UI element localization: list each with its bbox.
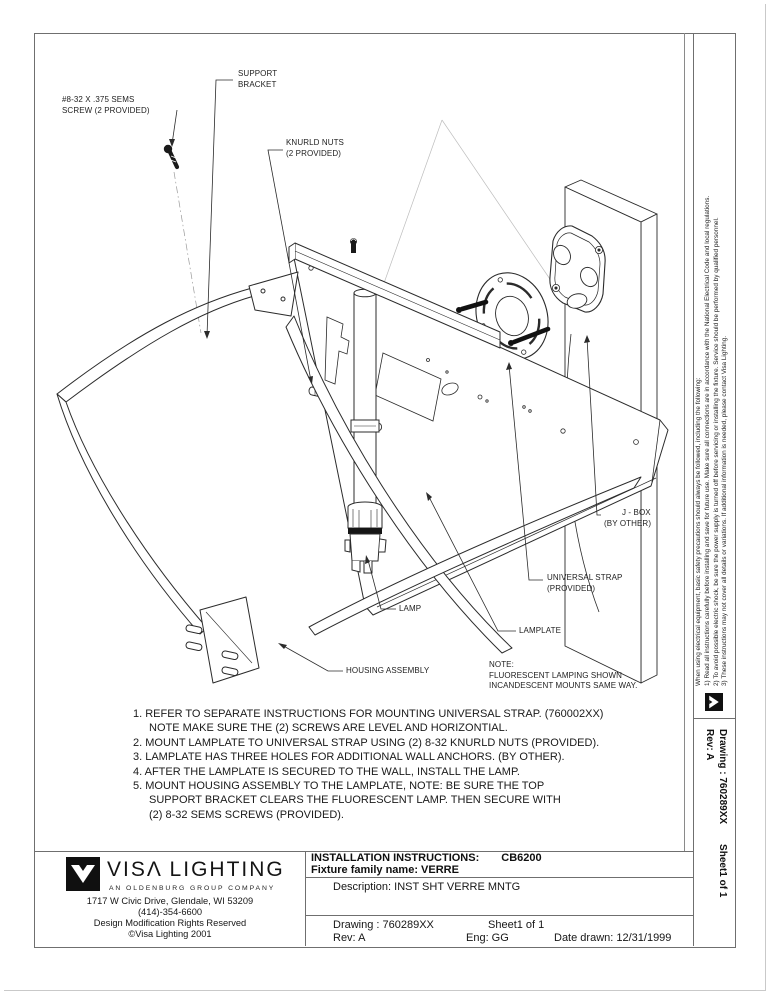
instruction-line: 3. LAMPLATE HAS THREE HOLES FOR ADDITION… [133, 751, 565, 764]
strap-screws [456, 299, 551, 346]
brand-tagline: AN OLDENBURG GROUP COMPANY [109, 885, 276, 892]
date-drawn: Date drawn: 12/31/1999 [554, 932, 672, 944]
callout-line: BRACKET [238, 79, 277, 89]
instruction-line: 5. MOUNT HOUSING ASSEMBLY TO THE LAMPLAT… [133, 780, 545, 793]
note-line: INCANDESCENT MOUNTS SAME WAY. [489, 681, 638, 690]
safety-notes-text: When using electrical equipment, basic s… [694, 196, 730, 686]
brand-wordmark: VISΛ LIGHTING [107, 858, 285, 881]
instruction-line: NOTE MAKE SURE THE (2) SCREWS ARE LEVEL … [149, 722, 508, 735]
support-bracket-drawing [288, 242, 501, 349]
instruction-line: SUPPORT BRACKET CLEARS THE FLUORESCENT L… [149, 794, 561, 807]
instruction-list: 1. REFER TO SEPARATE INSTRUCTIONS FOR MO… [133, 707, 603, 822]
sidebar-cell-divider [693, 718, 735, 719]
lamping-note: NOTE: FLUORESCENT LAMPING SHOWN INCANDES… [489, 660, 637, 692]
fixture-family-name: Fixture family name: VERRE [311, 864, 459, 876]
note-line: NOTE: [489, 660, 514, 669]
titleblock-brand-cell: VISΛ LIGHTING AN OLDENBURG GROUP COMPANY… [35, 852, 305, 946]
titleblock-top-border [34, 851, 694, 852]
callout-line: KNURLD NUTS [286, 138, 344, 147]
housing-drawing [56, 271, 642, 684]
revision: Rev: A [333, 932, 366, 944]
sidebar-sheet-number: Sheet1 of 1 [717, 844, 728, 898]
brand-address: 1717 W Civic Drive, Glendale, WI 53209 [86, 896, 254, 906]
drawing-info-sidebar: Drawing : 760289XX Sheet1 of 1 Rev: A [694, 719, 735, 947]
callout-line: LAMP [399, 604, 422, 613]
sheet-border [34, 33, 736, 948]
instruction-line: 1. REFER TO SEPARATE INSTRUCTIONS FOR MO… [133, 708, 604, 720]
safety-note-line: 3) These instructions may not cover all … [721, 335, 729, 686]
callout-line: LAMPLATE [519, 626, 561, 635]
callout-sems-screw: #8-32 X .375 SEMS SCREW (2 PROVIDED) [62, 95, 150, 116]
brand-phone: (414)-354-6600 [137, 907, 203, 917]
instruction-line: (2) 8-32 SEMS SCREWS (PROVIDED). [149, 808, 344, 821]
bracket-screw [350, 238, 357, 253]
lamplate-details [308, 265, 639, 445]
callout-lamplate: LAMPLATE [519, 626, 561, 637]
instruction-line: 2. MOUNT LAMPLATE TO UNIVERSAL STRAP USI… [133, 736, 600, 749]
safety-note-line: When using electrical equipment, basic s… [695, 377, 702, 686]
note-line: FLUORESCENT LAMPING SHOWN [489, 670, 623, 680]
sidebar-revision: Rev: A [704, 729, 715, 761]
callout-universal-strap: UNIVERSAL STRAP (PROVIDED) [547, 573, 622, 594]
safety-note-line: 2) To avoid possible electric shock, be … [712, 217, 720, 686]
titleblock-vertical-divider [305, 851, 306, 946]
safety-note-line: 1) Read all instructions carefully befor… [703, 195, 711, 686]
leader-arrowheads [169, 139, 590, 649]
callout-line: SCREW (2 PROVIDED) [62, 105, 150, 115]
titleblock-revision-cell: Drawing : 760289XX Sheet1 of 1 Rev: A En… [306, 916, 693, 946]
visa-lighting-logo-icon [66, 857, 100, 891]
titleblock-row-divider-2 [305, 915, 694, 916]
leader-lines [171, 79, 601, 672]
callout-support-bracket: SUPPORT BRACKET [238, 69, 277, 90]
callout-j-box: J - BOX (BY OTHER) [604, 508, 651, 529]
callout-line: #8-32 X .375 SEMS [62, 95, 135, 104]
callout-line: J - BOX [622, 508, 651, 517]
visa-lighting-logo-icon [705, 693, 723, 711]
brand-copyright: ©Visa Lighting 2001 [128, 929, 212, 939]
paper-edge-right [765, 4, 766, 991]
callout-line: (BY OTHER) [604, 518, 652, 528]
sheet-number: Sheet1 of 1 [488, 919, 545, 931]
sems-screw-drawing [163, 144, 180, 170]
callout-line: (2 PROVIDED) [286, 148, 341, 158]
drawing-area-right-border [684, 33, 685, 851]
fixture-model-number: CB6200 [501, 852, 542, 864]
callout-knurld-nuts: KNURLD NUTS (2 PROVIDED) [286, 138, 344, 159]
titleblock-row-divider-1 [305, 877, 694, 878]
safety-notes-sidebar: When using electrical equipment, basic s… [694, 33, 735, 718]
instruction-line: 4. AFTER THE LAMPLATE IS SECURED TO THE … [133, 765, 520, 778]
brand-address-block: 1717 W Civic Drive, Glendale, WI 53209 (… [35, 896, 305, 940]
brand-rights: Design Modification Rights Reserved [93, 918, 247, 928]
drawing-description: Description: INST SHT VERRE MNTG [333, 881, 521, 893]
callout-line: (PROVIDED) [547, 583, 596, 593]
drawing-number: Drawing : 760289XX [333, 919, 434, 931]
engineer-initials: Eng: GG [466, 932, 509, 944]
callout-lamp: LAMP [399, 604, 421, 615]
titleblock-description-cell: Description: INST SHT VERRE MNTG [306, 878, 693, 915]
sidebar-divider [693, 33, 694, 946]
paper-edge-bottom [4, 990, 766, 991]
callout-housing-assembly: HOUSING ASSEMBLY [346, 666, 429, 677]
callout-line: HOUSING ASSEMBLY [346, 666, 430, 675]
titleblock-header-cell: INSTALLATION INSTRUCTIONS: CB6200 Fixtur… [306, 852, 693, 877]
installation-instructions-label: INSTALLATION INSTRUCTIONS: [311, 852, 480, 864]
sidebar-drawing-number: Drawing : 760289XX [717, 729, 728, 825]
callout-line: UNIVERSAL STRAP [547, 573, 623, 582]
callout-line: SUPPORT [238, 69, 278, 78]
j-box-drawing [549, 225, 606, 313]
